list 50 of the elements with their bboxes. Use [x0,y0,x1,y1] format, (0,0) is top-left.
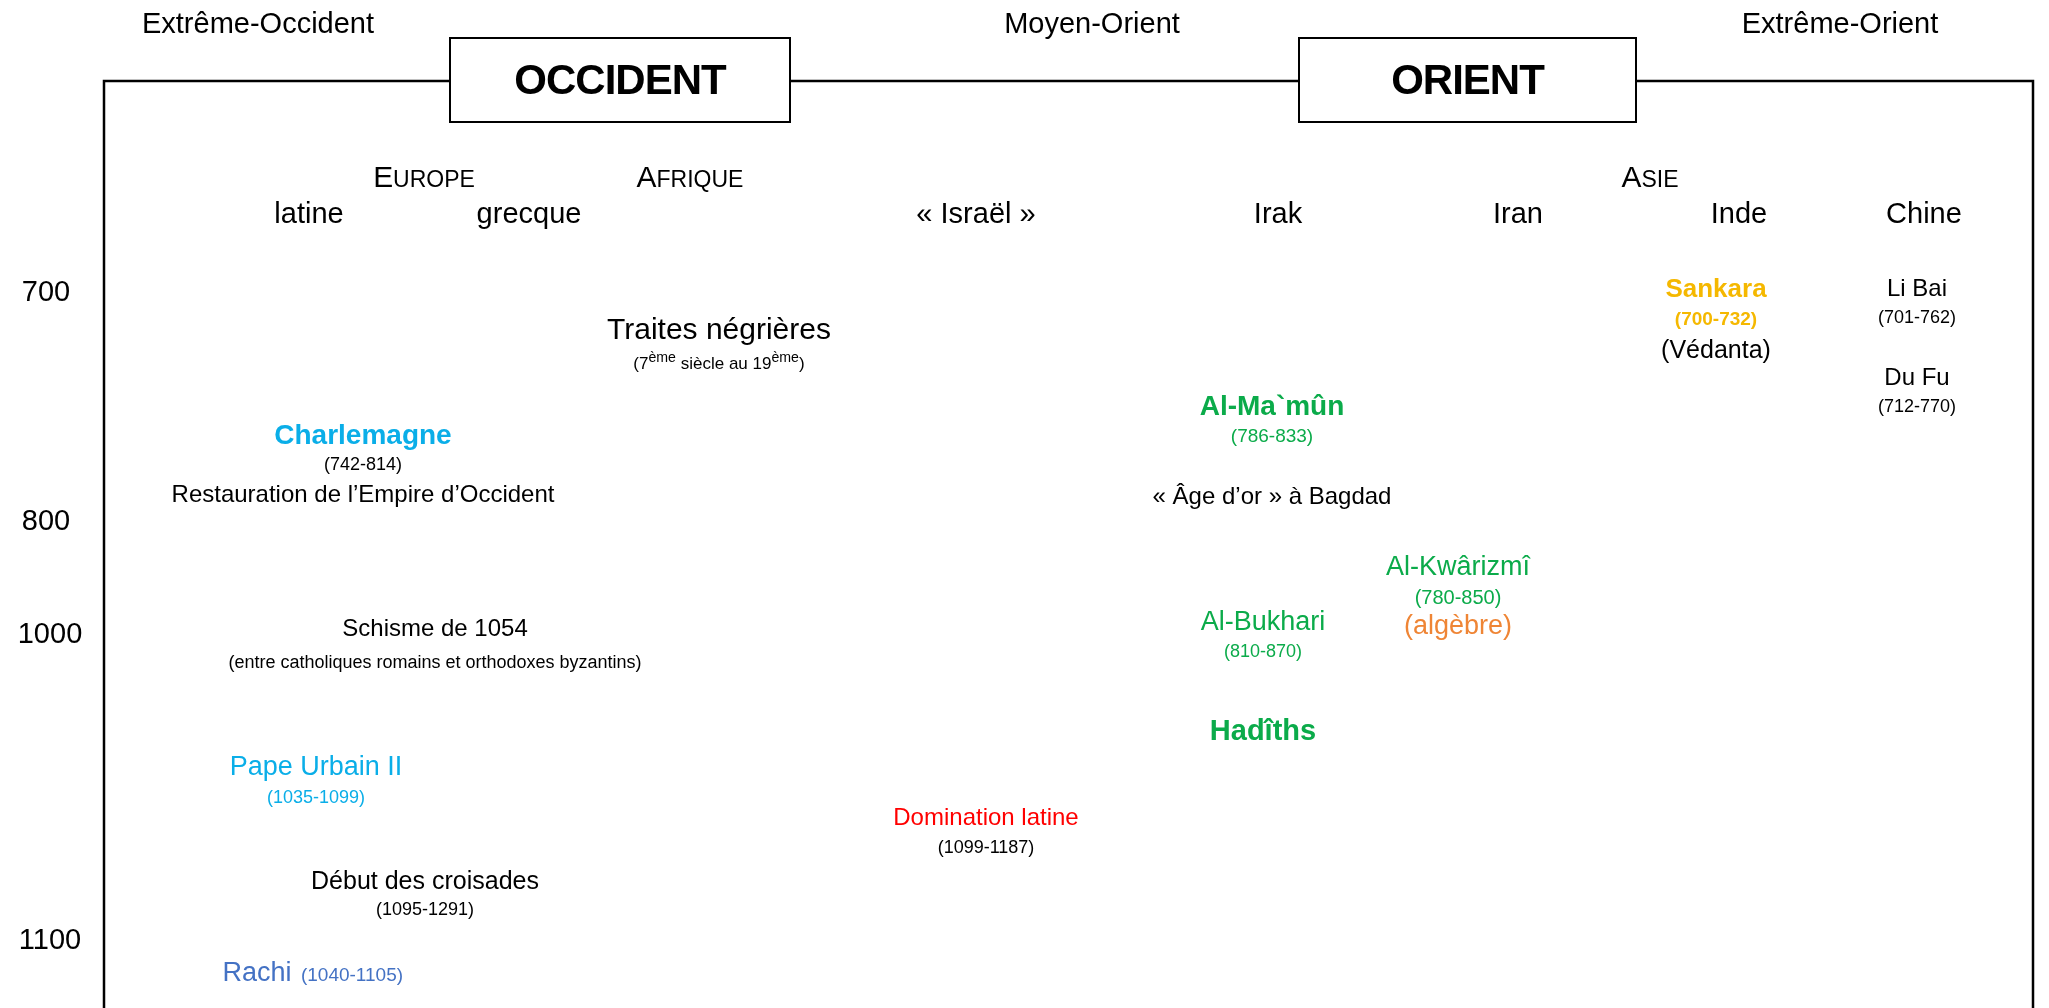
date-range: (1040-1105) [300,964,404,986]
continent-name: AFRIQUE [636,160,744,194]
person-name: Al-Kwârizmî [1386,552,1530,582]
area-name: Inde [1710,198,1768,230]
note-text: (Védanta) [1661,336,1771,364]
person-name: Charlemagne [274,419,452,451]
topic-name: Hadîths [1209,715,1317,747]
area-name: latine [274,198,344,230]
area-name: Irak [1253,198,1303,230]
event-name: Schisme de 1054 [342,614,528,642]
person-name: Li Bai [1887,274,1947,302]
person-name: Pape Urbain II [229,752,403,782]
area-name: Chine [1886,198,1962,230]
event-name: Domination latine [893,803,1079,831]
note-text: (algèbre) [1403,611,1513,641]
region-title-box: OCCIDENT [449,37,791,123]
date-range: (780-850) [1414,586,1502,608]
year-mark: 700 [21,276,71,308]
date-range: (1095-1291) [375,900,475,920]
event-name: Restauration de l’Empire d’Occident [171,480,555,508]
region-name: Extrême-Occident [141,8,375,40]
date-range: (786-833) [1230,425,1314,447]
date-range: (1035-1099) [266,788,366,808]
date-range: (1099-1187) [937,838,1035,858]
region-title-box: ORIENT [1298,37,1637,123]
event-name: Traites négrières [607,311,831,345]
person-name: Rachi [222,958,292,988]
date-range: (700-732) [1674,308,1758,330]
event-name: Début des croisades [311,867,539,895]
person-name: Du Fu [1884,363,1950,391]
person-name: Al-Ma`mûn [1199,390,1345,422]
year-mark: 1000 [17,618,83,650]
note-text: (entre catholiques romains et orthodoxes byzantins) [228,653,642,673]
event-name: « Âge d’or » à Bagdad [1152,482,1392,510]
region-name: Moyen-Orient [1004,8,1180,40]
area-name: « Israël » [916,198,1036,230]
area-name: Iran [1493,198,1543,230]
year-mark: 800 [21,505,71,537]
region-name: Extrême-Orient [1741,8,1939,40]
year-mark: 1100 [18,924,82,956]
continent-name: EUROPE [373,160,475,194]
date-range: (742-814) [324,455,402,475]
continent-name: ASIE [1621,160,1679,194]
date-range: (810-870) [1224,642,1302,662]
date-range: (712-770) [1878,397,1956,417]
date-range: (701-762) [1878,308,1956,328]
person-name: Al-Bukhari [1200,607,1326,637]
person-name: Sankara [1665,273,1767,303]
area-name: grecque [476,198,582,230]
date-range: (7$^{ème}$ siècle au 19$^{ème}$) [633,350,805,374]
